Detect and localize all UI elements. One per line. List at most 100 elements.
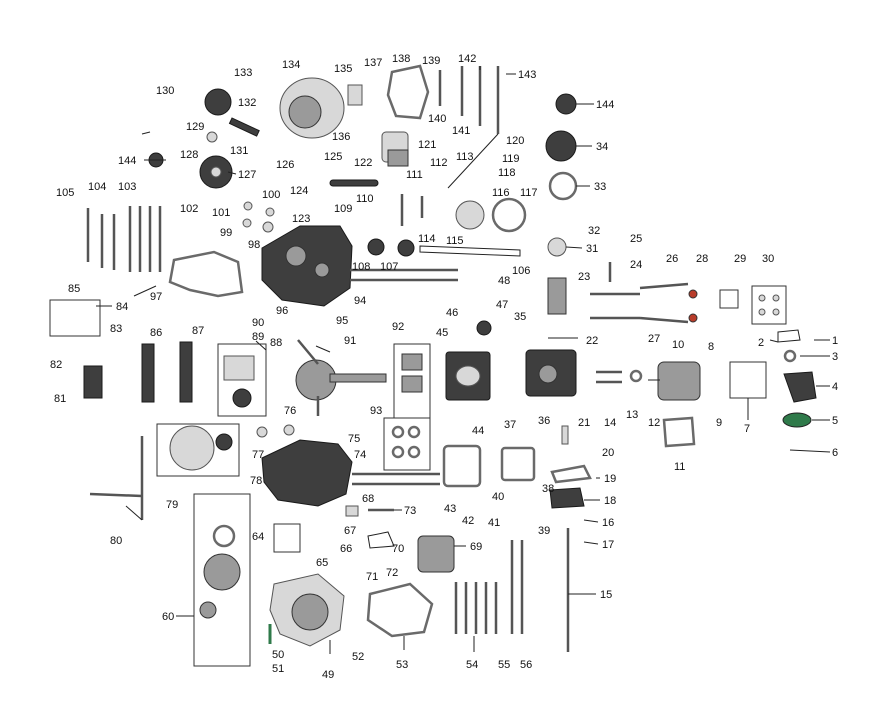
callout-74: 74 — [354, 449, 366, 461]
leader-lines — [96, 66, 831, 654]
camshaft — [547, 277, 567, 315]
callout-19: 19 — [604, 473, 616, 485]
callout-110: 110 — [356, 193, 374, 205]
callout-95: 95 — [336, 315, 348, 327]
callout-103: 103 — [118, 181, 136, 193]
callout-139: 139 — [422, 55, 440, 67]
callout-69: 69 — [470, 541, 482, 553]
callout-25: 25 — [630, 233, 642, 245]
callout-30: 30 — [762, 253, 774, 265]
clutch-cover-gasket — [366, 582, 434, 638]
callout-72: 72 — [386, 567, 398, 579]
callout-85: 85 — [68, 283, 80, 295]
callout-102: 102 — [180, 203, 198, 215]
valve-cap — [555, 93, 577, 115]
callout-107: 107 — [380, 261, 398, 273]
callout-76: 76 — [284, 405, 296, 417]
cam-chain — [419, 245, 521, 257]
callout-42: 42 — [462, 515, 474, 527]
callout-127: 127 — [238, 169, 256, 181]
left-crankcase — [261, 439, 353, 507]
callout-104: 104 — [88, 181, 106, 193]
callout-44: 44 — [472, 425, 484, 437]
callout-84: 84 — [116, 301, 128, 313]
callout-97: 97 — [150, 291, 162, 303]
callout-24: 24 — [630, 259, 642, 271]
callout-99: 99 — [220, 227, 232, 239]
callout-117: 117 — [520, 187, 538, 199]
callout-29: 29 — [734, 253, 746, 265]
callout-5: 5 — [832, 415, 838, 427]
callout-8: 8 — [708, 341, 714, 353]
callout-125: 125 — [324, 151, 342, 163]
callout-136: 136 — [332, 131, 350, 143]
callout-90: 90 — [252, 317, 264, 329]
clutch-assembly — [203, 553, 241, 591]
callout-13: 13 — [626, 409, 638, 421]
callout-132: 132 — [238, 97, 256, 109]
callout-17: 17 — [602, 539, 614, 551]
callout-140: 140 — [428, 113, 446, 125]
callout-38: 38 — [542, 483, 554, 495]
callout-56: 56 — [520, 659, 532, 671]
callout-68: 68 — [362, 493, 374, 505]
callout-50: 50 — [272, 649, 284, 661]
callout-137: 137 — [364, 57, 382, 69]
callout-144-left: 144 — [118, 155, 136, 167]
callout-138: 138 — [392, 53, 410, 65]
reed-cover — [549, 487, 585, 509]
callout-79: 79 — [166, 499, 178, 511]
callout-7: 7 — [744, 423, 750, 435]
callout-31: 31 — [586, 243, 598, 255]
callout-22: 22 — [586, 335, 598, 347]
callout-98: 98 — [248, 239, 260, 251]
callout-32: 32 — [588, 225, 600, 237]
callout-134: 134 — [282, 59, 300, 71]
callout-9: 9 — [716, 417, 722, 429]
callout-39: 39 — [538, 525, 550, 537]
callout-111: 111 — [406, 169, 423, 181]
callout-131: 131 — [230, 145, 248, 157]
callout-128: 128 — [180, 149, 198, 161]
callout-35: 35 — [514, 311, 526, 323]
callout-112: 112 — [430, 157, 448, 169]
callout-122: 122 — [354, 157, 372, 169]
tappet-cover — [545, 130, 577, 162]
callout-27: 27 — [648, 333, 660, 345]
callout-116: 116 — [492, 187, 510, 199]
callout-54: 54 — [466, 659, 478, 671]
callout-133: 133 — [234, 67, 252, 79]
main-shaft — [141, 343, 155, 403]
callout-100: 100 — [262, 189, 280, 201]
callout-20: 20 — [602, 447, 614, 459]
callout-34: 34 — [596, 141, 608, 153]
callout-119: 119 — [502, 153, 520, 165]
callout-11: 11 — [674, 461, 685, 473]
counter-shaft — [179, 341, 193, 403]
callout-45: 45 — [436, 327, 448, 339]
callout-92: 92 — [392, 321, 404, 333]
callout-80: 80 — [110, 535, 122, 547]
callout-115: 115 — [446, 235, 464, 247]
kick-shaft — [83, 365, 103, 399]
callout-129: 129 — [186, 121, 204, 133]
callout-143: 143 — [518, 69, 536, 81]
callout-21: 21 — [578, 417, 590, 429]
callout-67: 67 — [344, 525, 356, 537]
callout-93: 93 — [370, 405, 382, 417]
callout-81: 81 — [54, 393, 66, 405]
callout-46: 46 — [446, 307, 458, 319]
callout-47: 47 — [496, 299, 508, 311]
callout-77: 77 — [252, 449, 264, 461]
callout-41: 41 — [488, 517, 500, 529]
callout-130: 130 — [156, 85, 174, 97]
callout-78: 78 — [250, 475, 262, 487]
generator-gasket — [386, 64, 430, 120]
callout-14: 14 — [604, 417, 616, 429]
callout-16: 16 — [602, 517, 614, 529]
intake-manifold — [783, 371, 817, 403]
crankcase-gasket — [168, 250, 244, 298]
callout-109: 109 — [334, 203, 352, 215]
callout-52: 52 — [352, 651, 364, 663]
